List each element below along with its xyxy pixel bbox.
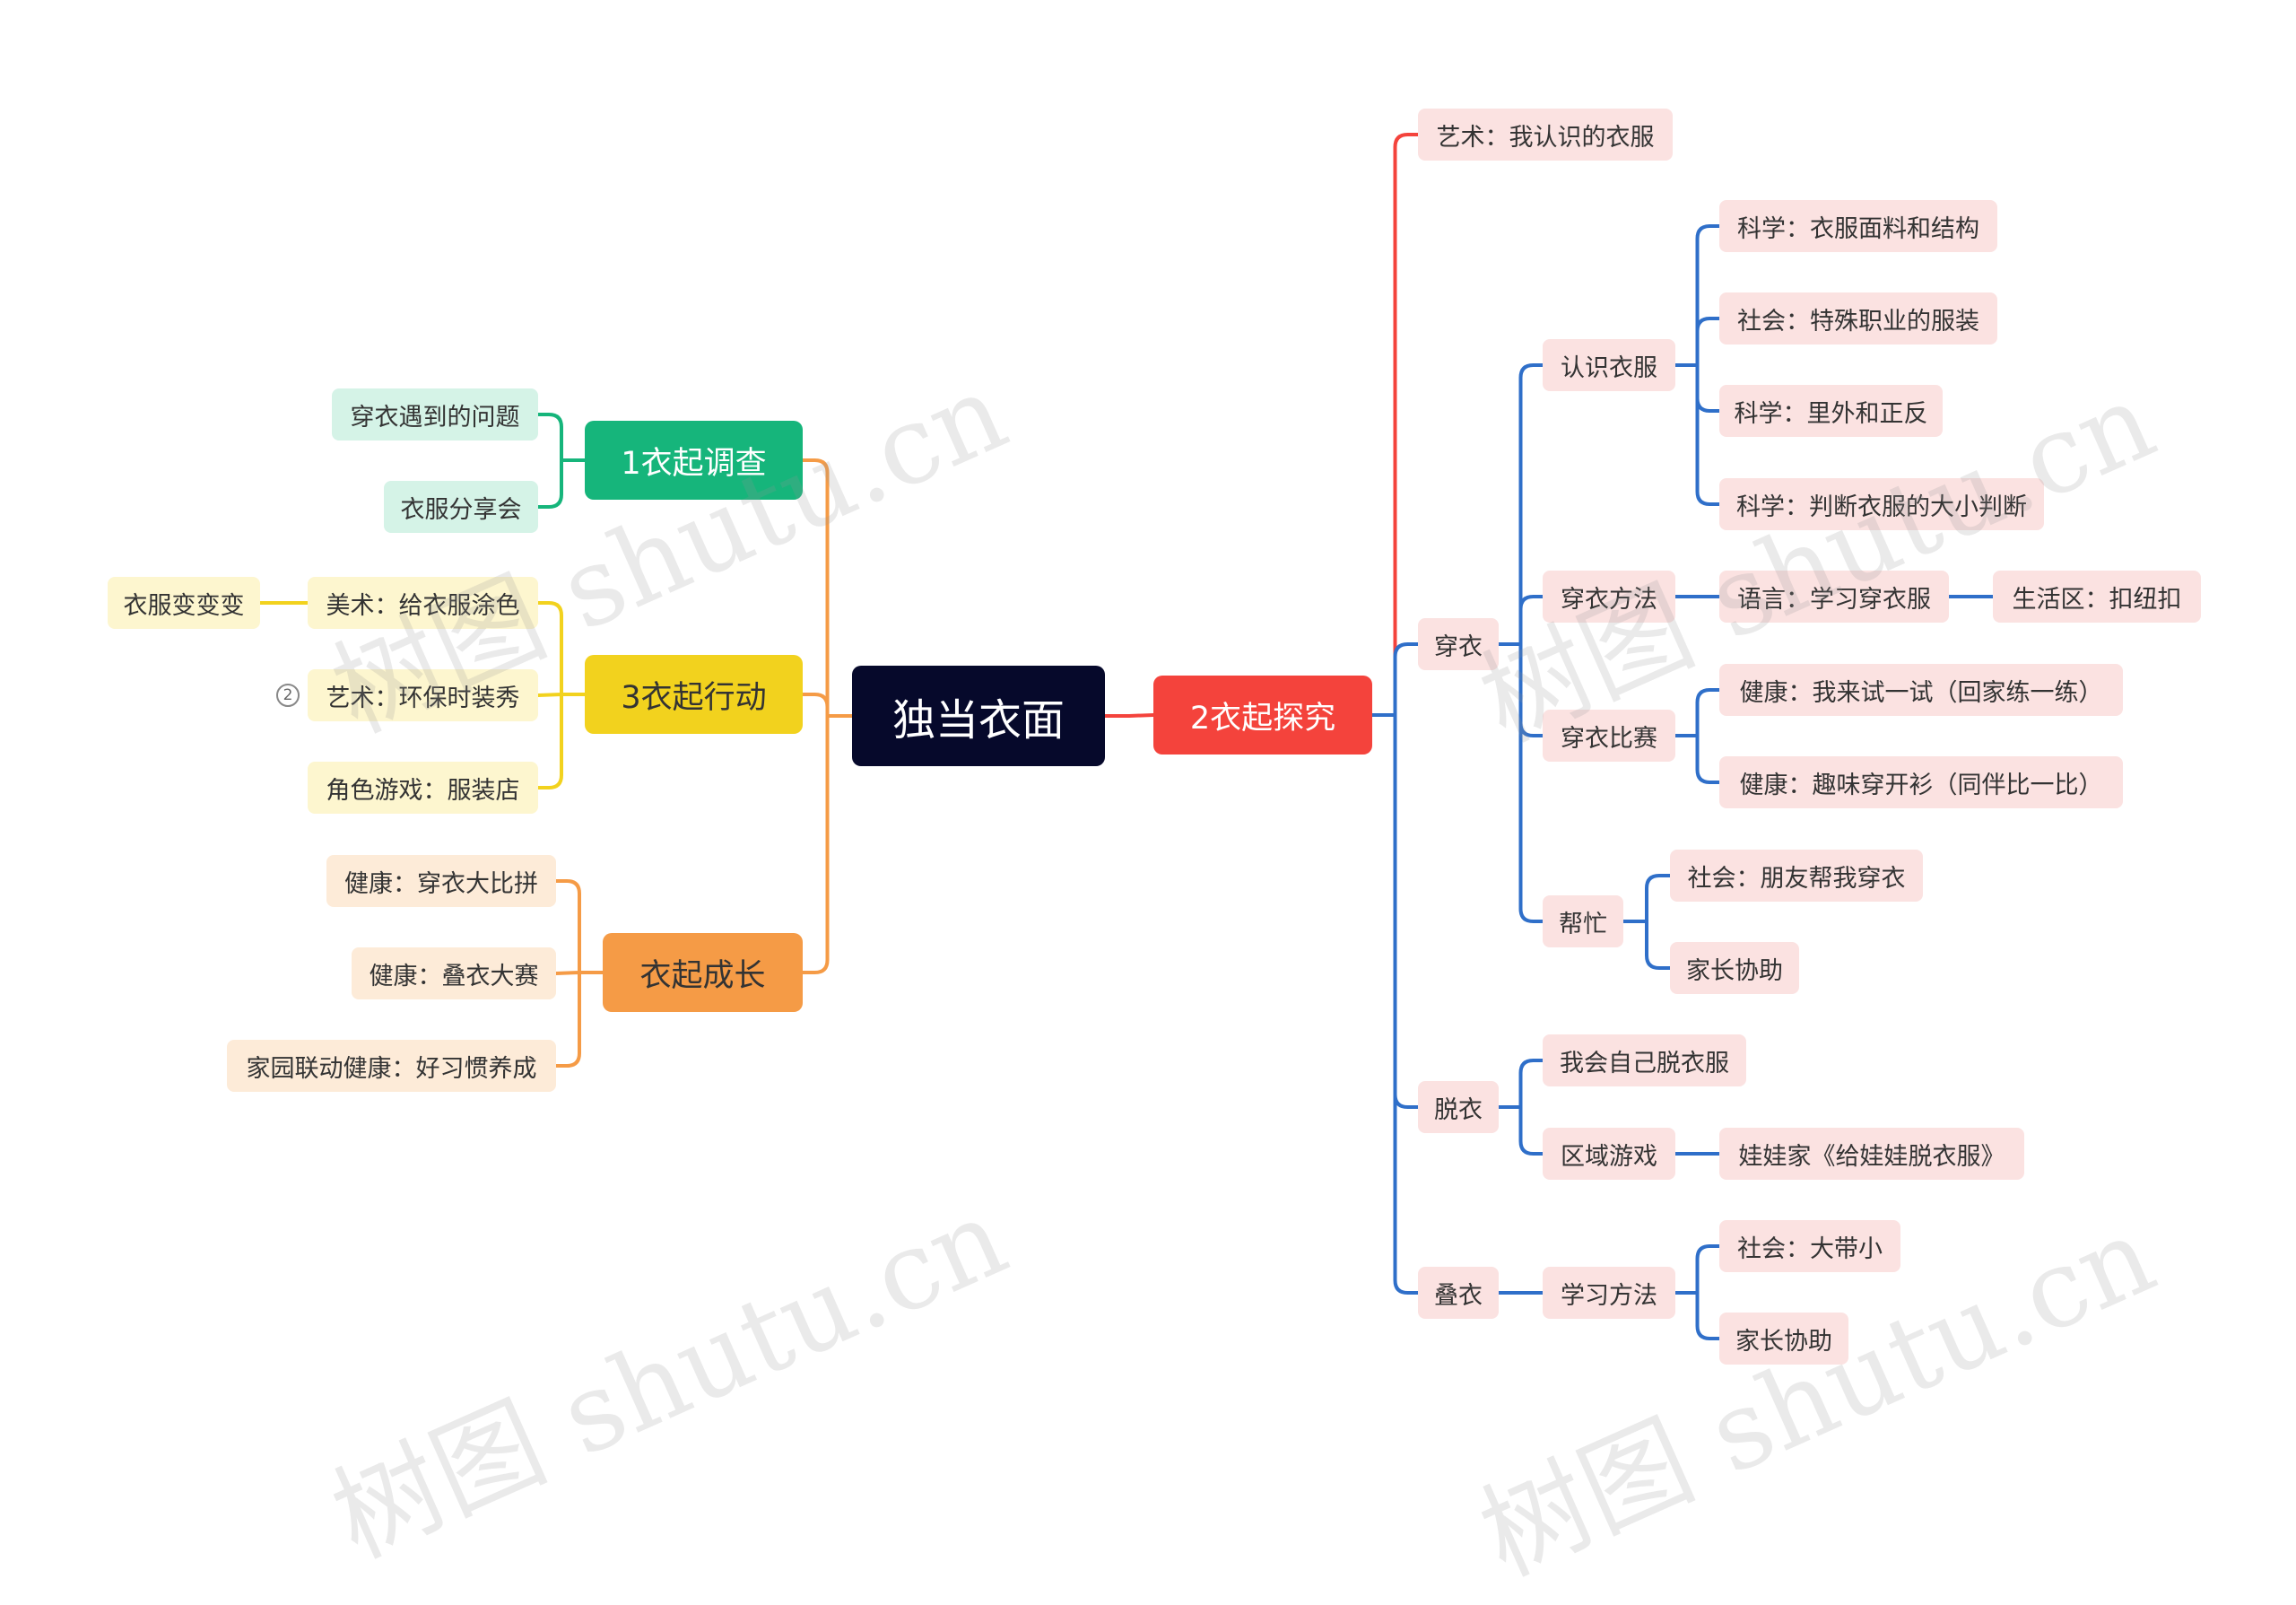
node-b2-c2-c1-c4[interactable]: 科学：判断衣服的大小判断 <box>1719 478 2044 530</box>
node-b3-c2[interactable]: 艺术：环保时装秀 <box>308 669 538 721</box>
node-b4[interactable]: 衣起成长 <box>603 933 803 1012</box>
connector-lines <box>258 133 1995 1340</box>
link-b2-art <box>1370 133 1420 717</box>
node-b4-c1[interactable]: 健康：穿衣大比拼 <box>326 855 556 907</box>
node-b2-c2-c3[interactable]: 穿衣比赛 <box>1543 710 1675 762</box>
node-b3-c1[interactable]: 美术：给衣服涂色 <box>308 577 538 629</box>
node-b2-c2-c2-c1[interactable]: 语言：学习穿衣服 <box>1719 571 1949 623</box>
link-b1 <box>536 413 587 509</box>
link-b2-c2 <box>1497 363 1544 923</box>
node-b2-c1[interactable]: 艺术：我认识的衣服 <box>1418 109 1673 161</box>
link-b2 <box>1370 642 1420 1295</box>
node-b2-c3-c2[interactable]: 区域游戏 <box>1543 1128 1675 1180</box>
link-b2-c2-c1 <box>1674 224 1721 506</box>
node-b1-c1[interactable]: 穿衣遇到的问题 <box>332 388 538 441</box>
node-b2[interactable]: 2衣起探究 <box>1153 676 1372 755</box>
node-b2-c4-c1-c1[interactable]: 社会：大带小 <box>1719 1220 1900 1272</box>
node-b2-c2-c1-c2[interactable]: 社会：特殊职业的服装 <box>1719 292 1997 345</box>
node-b2-c2-c3-c2[interactable]: 健康：趣味穿开衫（同伴比一比） <box>1719 756 2123 808</box>
node-b3-c3[interactable]: 角色游戏：服装店 <box>308 762 538 814</box>
link-b3 <box>536 601 587 789</box>
node-b2-c2-c1[interactable]: 认识衣服 <box>1543 339 1675 391</box>
link-b2-c2-c3 <box>1674 688 1721 784</box>
node-b2-c2[interactable]: 穿衣 <box>1418 618 1499 670</box>
node-b2-c4-c1[interactable]: 学习方法 <box>1543 1267 1675 1319</box>
node-b2-c2-c4-c2[interactable]: 家长协助 <box>1670 942 1799 994</box>
node-b2-c2-c4[interactable]: 帮忙 <box>1543 895 1623 947</box>
node-b2-c4-c1-c2[interactable]: 家长协助 <box>1719 1313 1848 1365</box>
marker-number-badge: 2 <box>276 684 300 707</box>
link-root-left <box>801 458 854 974</box>
node-b2-c3-c2-c1[interactable]: 娃娃家《给娃娃脱衣服》 <box>1719 1128 2024 1180</box>
node-b2-c2-c1-c1[interactable]: 科学：衣服面料和结构 <box>1719 200 1997 252</box>
node-b2-c2-c3-c1[interactable]: 健康：我来试一试（回家练一练） <box>1719 664 2123 716</box>
link-b2-c2-c4 <box>1622 874 1672 970</box>
node-b4-c2[interactable]: 健康：叠衣大赛 <box>352 947 556 999</box>
node-b4-c3[interactable]: 家园联动健康：好习惯养成 <box>227 1040 556 1092</box>
node-b2-c4[interactable]: 叠衣 <box>1418 1267 1499 1319</box>
node-b2-c2-c2[interactable]: 穿衣方法 <box>1543 571 1675 623</box>
node-b1[interactable]: 1衣起调查 <box>585 421 803 500</box>
node-b2-c2-c2-c1-c1[interactable]: 生活区：扣纽扣 <box>1993 571 2201 623</box>
node-b2-c2-c1-c3[interactable]: 科学：里外和正反 <box>1719 385 1943 437</box>
link-b2-c3 <box>1497 1059 1544 1156</box>
link-b2-c4-c1 <box>1674 1244 1721 1340</box>
link-b4 <box>554 879 604 1068</box>
node-b1-c2[interactable]: 衣服分享会 <box>384 481 538 533</box>
node-b2-c3-c1[interactable]: 我会自己脱衣服 <box>1543 1034 1746 1086</box>
node-b2-c2-c4-c1[interactable]: 社会：朋友帮我穿衣 <box>1670 850 1923 902</box>
link-root-b2 <box>1103 713 1155 718</box>
node-b2-c3[interactable]: 脱衣 <box>1418 1081 1499 1133</box>
root-node[interactable]: 独当衣面 <box>852 666 1105 766</box>
node-b3[interactable]: 3衣起行动 <box>585 655 803 734</box>
node-b3-c1-c1[interactable]: 衣服变变变 <box>108 577 260 629</box>
